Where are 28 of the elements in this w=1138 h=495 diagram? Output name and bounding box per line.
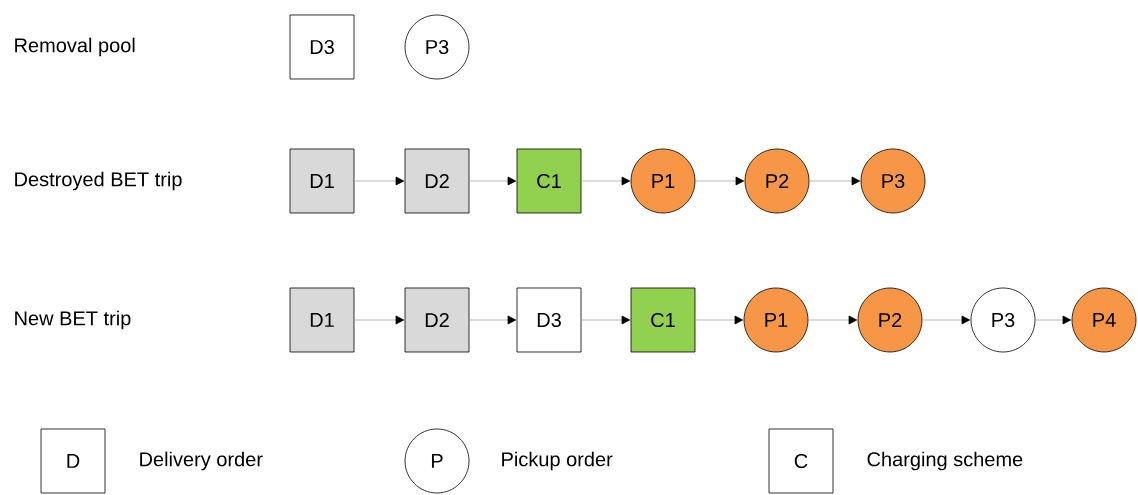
legend-box: D [40, 428, 106, 494]
arrow [695, 176, 745, 186]
arrow [469, 315, 517, 325]
order-box: D2 [404, 287, 470, 353]
arrow [581, 176, 631, 186]
legend-box: C [768, 428, 834, 494]
row-label: Destroyed BET trip [15, 171, 182, 191]
legend-label: Pickup order [502, 451, 613, 471]
arrow [1035, 315, 1072, 325]
arrow [922, 315, 971, 325]
row-label: New BET trip [15, 310, 131, 330]
order-box: C1 [516, 148, 582, 214]
order-box: D3 [516, 287, 582, 353]
arrow [695, 315, 744, 325]
order-box: D3 [289, 14, 355, 80]
legend-label: Delivery order [140, 451, 263, 471]
arrow [469, 176, 517, 186]
legend-label: Charging scheme [867, 451, 1023, 471]
order-box: D1 [289, 287, 355, 353]
arrow [808, 315, 858, 325]
arrow [581, 315, 631, 325]
order-box: C1 [630, 287, 696, 353]
order-box: D2 [404, 148, 470, 214]
order-box: D1 [289, 148, 355, 214]
arrow [354, 315, 405, 325]
row-label: Removal pool [15, 37, 135, 57]
arrow [354, 176, 405, 186]
arrow [809, 176, 861, 186]
